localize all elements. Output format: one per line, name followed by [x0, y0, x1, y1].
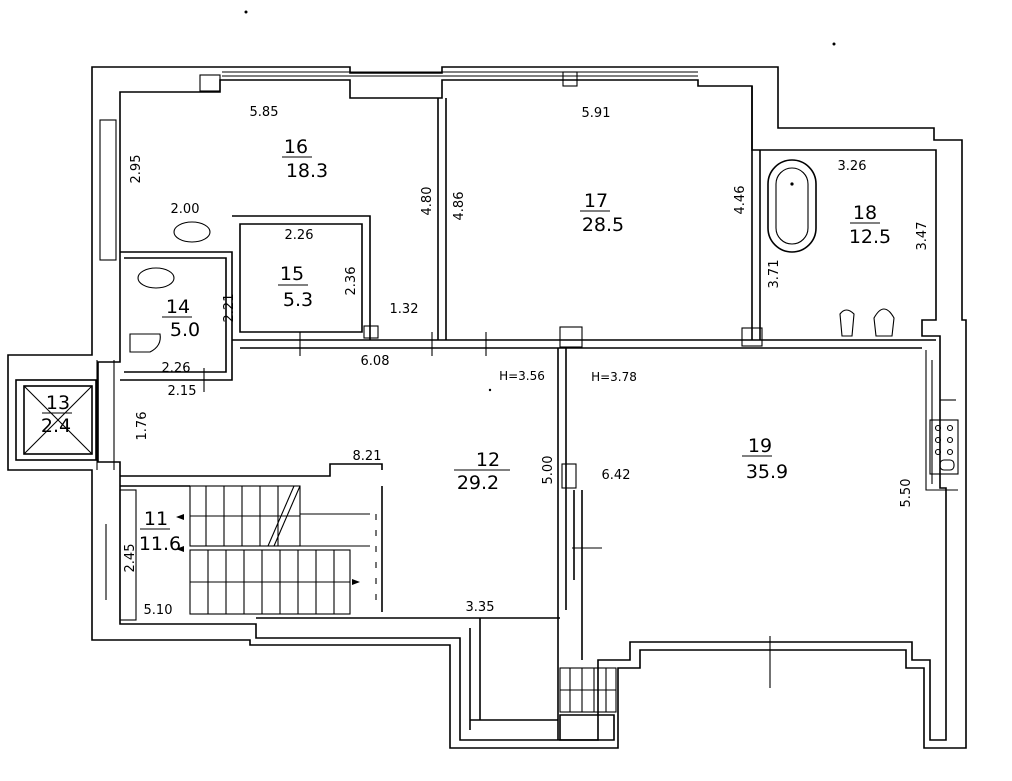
dim-label: 8.21 [353, 449, 382, 464]
room-17-number: 17 [584, 190, 608, 212]
dim-label: 2.21 [222, 294, 237, 323]
room-17-area: 28.5 [582, 214, 624, 236]
dim-label: 4.86 [452, 192, 467, 221]
ceiling-height-label: H=3.56 [499, 369, 545, 383]
staircase [176, 485, 617, 713]
dim-label: 2.45 [123, 544, 138, 573]
fixtures [129, 159, 959, 475]
dim-label: 1.32 [390, 302, 419, 317]
room-12-area: 29.2 [457, 472, 499, 494]
dim-label: 4.80 [420, 187, 435, 216]
dim-label: 3.47 [915, 222, 930, 251]
height-labels: H=3.56 H=3.78 [499, 369, 637, 384]
room-11-area: 11.6 [139, 533, 181, 555]
room-18-area: 12.5 [849, 226, 891, 248]
dim-label: 2.00 [171, 202, 200, 217]
room-16-number: 16 [284, 136, 308, 158]
dim-label: 5.91 [582, 106, 611, 121]
dim-label: 2.15 [168, 384, 197, 399]
exterior-walls [7, 66, 967, 749]
dim-label: 5.50 [899, 479, 914, 508]
dim-label: 5.00 [541, 456, 556, 485]
room-14-number: 14 [166, 296, 190, 318]
dim-label: 6.08 [361, 354, 390, 369]
dim-label: 2.26 [285, 228, 314, 243]
dim-label: 3.71 [767, 260, 782, 289]
interior-walls [15, 86, 958, 741]
dim-label: 4.46 [733, 186, 748, 215]
room-14-area: 5.0 [170, 319, 200, 341]
room-19-number: 19 [748, 435, 772, 457]
ceiling-height-label: H=3.78 [591, 370, 637, 384]
dim-label: 5.10 [144, 603, 173, 618]
room-18-number: 18 [853, 202, 877, 224]
room-19-area: 35.9 [746, 461, 788, 483]
dim-label: 3.26 [838, 159, 867, 174]
room-12-number: 12 [476, 449, 500, 471]
room-11-number: 11 [144, 508, 168, 530]
room-15-number: 15 [280, 263, 304, 285]
dim-label: 2.36 [344, 267, 359, 296]
room-16-area: 18.3 [286, 160, 328, 182]
dim-label: 6.42 [602, 468, 631, 483]
room-13-area: 2.4 [41, 415, 71, 437]
room-13-number: 13 [46, 392, 70, 414]
room-labels: 16 18.3 17 28.5 18 12.5 15 5.3 14 5.0 13… [41, 136, 891, 555]
dim-label: 3.35 [466, 600, 495, 615]
dim-label: 1.76 [135, 412, 150, 441]
room-15-area: 5.3 [283, 289, 313, 311]
dim-label: 2.26 [162, 361, 191, 376]
dim-label: 2.95 [129, 155, 144, 184]
dim-label: 5.85 [250, 105, 279, 120]
dimension-labels: 5.85 5.91 3.26 2.95 4.80 4.86 4.46 3.47 … [123, 105, 930, 618]
